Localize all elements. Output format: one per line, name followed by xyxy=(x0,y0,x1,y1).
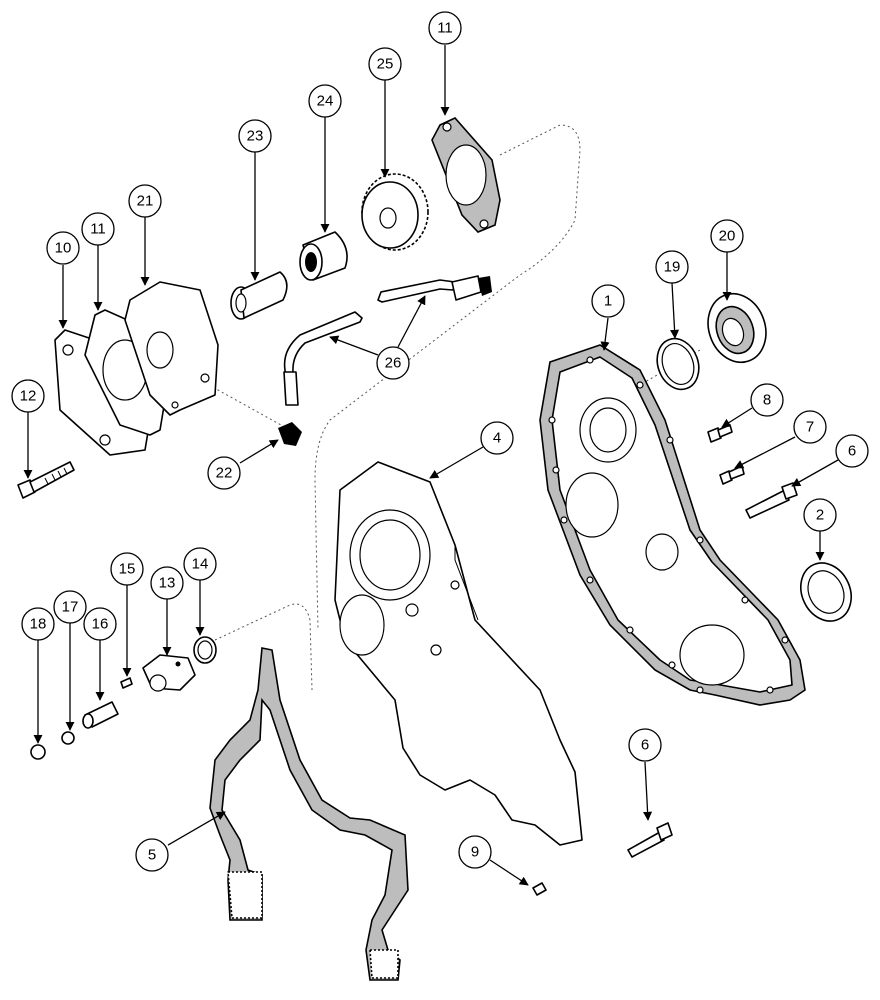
washer-part xyxy=(61,731,75,745)
callout-5: 5 xyxy=(135,838,169,872)
callout-label: 11 xyxy=(90,221,106,238)
callout-7: 7 xyxy=(793,410,827,444)
callout-label: 6 xyxy=(641,737,649,754)
callout-20: 20 xyxy=(710,219,744,253)
callout-24: 24 xyxy=(308,84,342,118)
o-ring-part xyxy=(193,636,217,664)
callout-23: 23 xyxy=(238,119,272,153)
callout-8: 8 xyxy=(750,383,784,417)
cover-bolt-part xyxy=(745,482,798,519)
callout-16: 16 xyxy=(83,607,117,641)
cap-screw-part xyxy=(719,465,745,485)
callout-25: 25 xyxy=(368,47,402,81)
drive-gear-part xyxy=(361,173,429,251)
callout-label: 8 xyxy=(763,392,771,409)
assembly-guide-line xyxy=(314,124,581,631)
callout-label: 25 xyxy=(377,56,394,73)
callout-label: 7 xyxy=(806,419,814,436)
callout-label: 23 xyxy=(247,128,264,145)
callout-1: 1 xyxy=(591,284,625,318)
leader-lines xyxy=(23,45,839,886)
callout-label: 17 xyxy=(62,599,79,616)
assembly-guide-line xyxy=(199,379,291,431)
sleeve-bushing-part xyxy=(230,271,288,320)
bearing-part xyxy=(299,231,348,281)
callout-4: 4 xyxy=(480,421,514,455)
callout-label: 19 xyxy=(664,259,681,276)
callout-label: 9 xyxy=(471,844,479,861)
access-cover-part xyxy=(142,654,196,692)
callout-26: 26 xyxy=(376,346,410,380)
plug-fitting-part xyxy=(82,701,119,729)
callout-label: 14 xyxy=(192,556,209,573)
callout-label: 21 xyxy=(137,193,154,210)
o-ring-part xyxy=(656,337,700,391)
callout-label: 4 xyxy=(493,430,501,447)
callout-10: 10 xyxy=(46,231,80,265)
callout-17: 17 xyxy=(53,590,87,624)
pump-housing-part xyxy=(124,281,219,416)
dowel-pin-part xyxy=(532,882,547,896)
callout-11: 11 xyxy=(81,212,115,246)
callout-18: 18 xyxy=(21,607,55,641)
callout-label: 22 xyxy=(216,465,233,482)
cap-screw-part xyxy=(707,424,733,443)
callout-label: 16 xyxy=(92,616,109,633)
hose-assembly-part xyxy=(283,275,492,406)
assembly-guide-line xyxy=(214,603,313,691)
lock-washer-part xyxy=(30,744,46,760)
callout-label: 26 xyxy=(385,355,402,372)
callout-label: 6 xyxy=(848,443,856,460)
housing-gasket-part xyxy=(209,647,409,981)
callout-19: 19 xyxy=(655,250,689,284)
callout-label: 18 xyxy=(30,616,47,633)
callout-2: 2 xyxy=(803,498,837,532)
callout-label: 20 xyxy=(719,228,736,245)
callout-label: 2 xyxy=(816,507,824,524)
callout-14: 14 xyxy=(183,547,217,581)
gear-housing-part xyxy=(334,461,583,846)
front-seal-part xyxy=(707,292,767,364)
callout-22: 22 xyxy=(207,456,241,490)
callout-label: 13 xyxy=(159,575,176,592)
callout-11: 11 xyxy=(428,11,462,45)
screw-part xyxy=(120,677,133,689)
callout-13: 13 xyxy=(150,566,184,600)
cover-bolt-part xyxy=(627,822,673,858)
callout-label: 1 xyxy=(604,293,612,310)
seal-ring-part xyxy=(800,562,852,622)
callout-label: 5 xyxy=(148,847,156,864)
callout-label: 11 xyxy=(437,20,453,37)
cover-bolt-part xyxy=(17,461,75,499)
callout-12: 12 xyxy=(11,379,45,413)
callout-6: 6 xyxy=(835,434,869,468)
elbow-fitting-part xyxy=(278,422,302,446)
callout-9: 9 xyxy=(458,835,492,869)
callout-label: 10 xyxy=(55,240,72,257)
outlet-gasket-part xyxy=(431,117,501,233)
callout-label: 12 xyxy=(20,388,37,405)
callout-15: 15 xyxy=(110,552,144,586)
callout-label: 15 xyxy=(119,561,136,578)
callout-21: 21 xyxy=(128,184,162,218)
front-cover-part xyxy=(539,344,806,706)
callout-6: 6 xyxy=(628,728,662,762)
callout-label: 24 xyxy=(317,93,334,110)
